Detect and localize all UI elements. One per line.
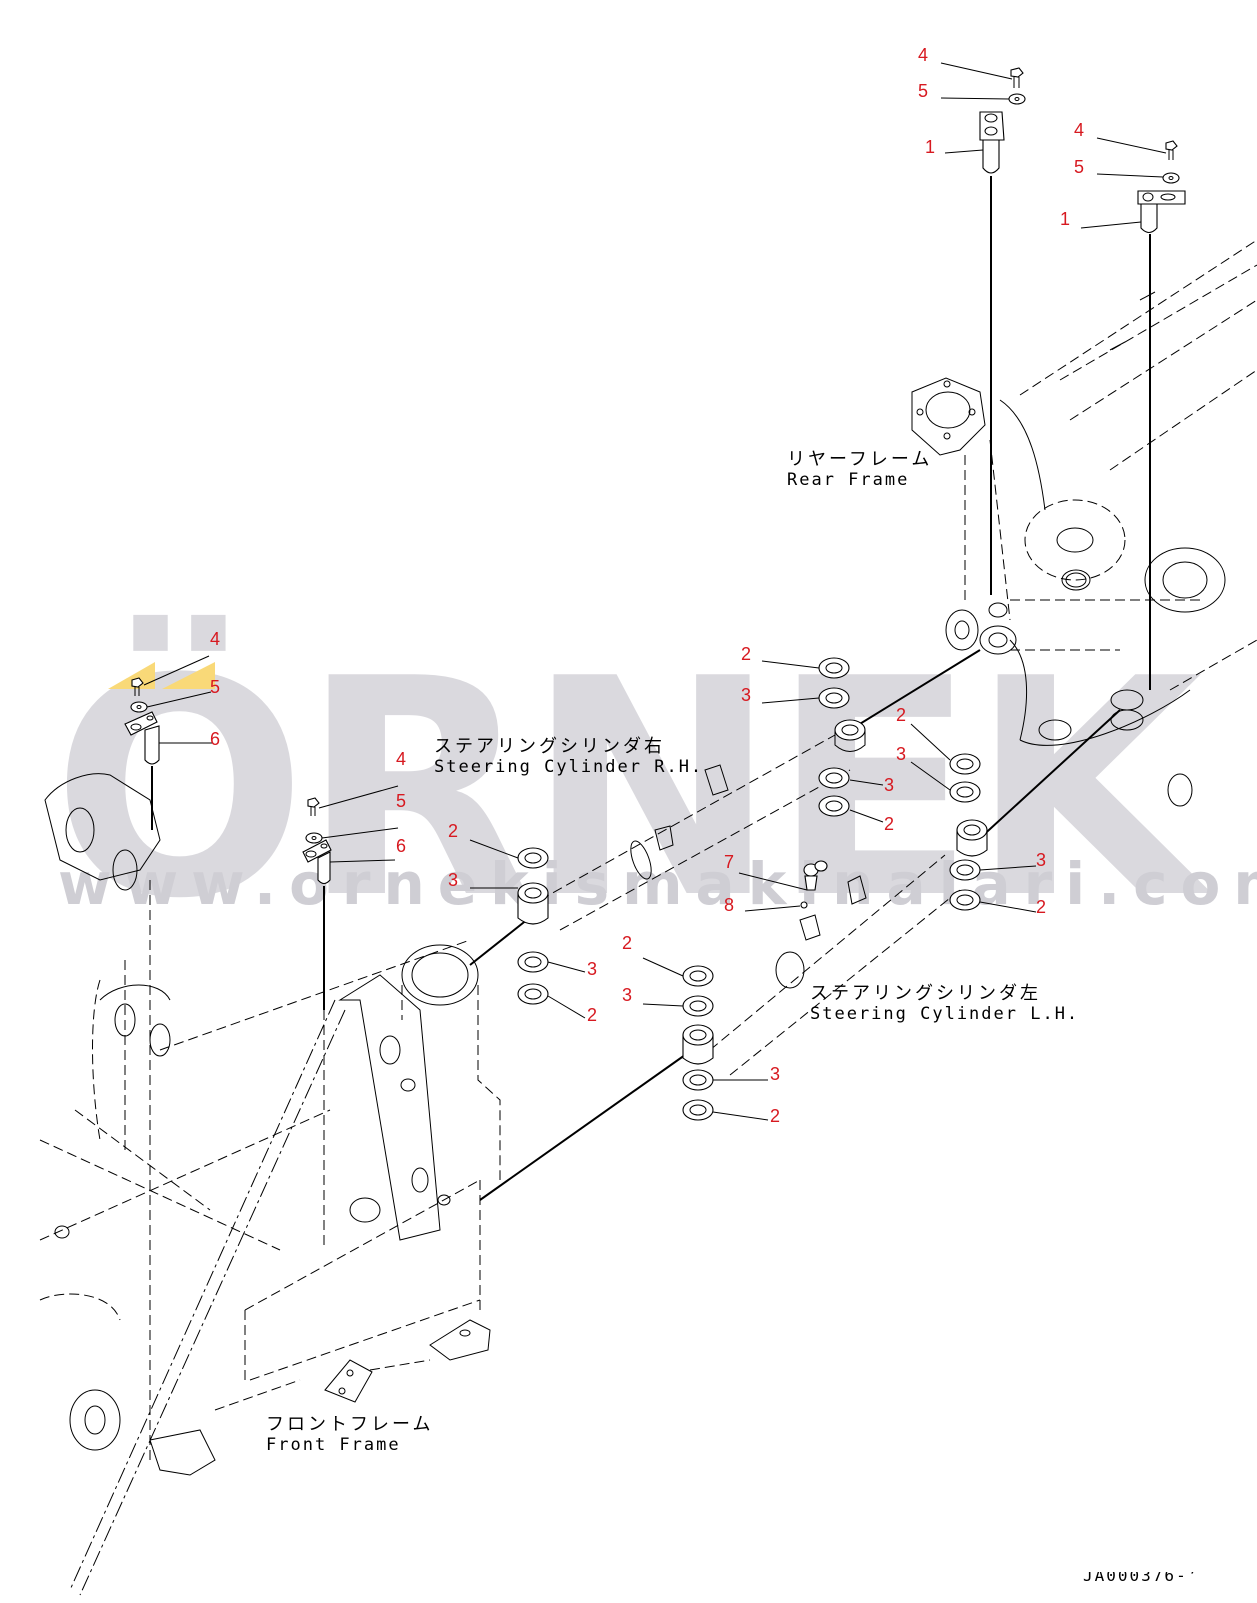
washer-part-5-c — [130, 701, 148, 713]
steering-cylinder-lh-label-en: Steering Cylinder L.H. — [810, 1004, 1080, 1024]
callout-number: 5 — [1074, 157, 1085, 177]
watermark-brand: ÖRNEK — [52, 615, 1203, 964]
callout-number: 2 — [622, 933, 633, 953]
callout-number: 3 — [896, 744, 907, 764]
watermark-accent-icon — [108, 662, 215, 689]
callout-number: 6 — [210, 729, 221, 749]
washer-stack-rh-bottom — [517, 847, 549, 1005]
callout-number: 3 — [1036, 850, 1047, 870]
cylinder-clevis-lh-bottom — [682, 1024, 714, 1065]
washer-part-5-d — [305, 832, 323, 844]
callout-number: 4 — [918, 45, 929, 65]
washer-part-5-b — [1162, 172, 1180, 184]
steering-cylinder-rh-label-en: Steering Cylinder R.H. — [434, 757, 704, 777]
steering-cylinder-rh-label-jp: ステアリングシリンダ右 — [434, 736, 665, 757]
bolt-part-4-a — [1010, 67, 1024, 88]
callout-number: 1 — [925, 137, 936, 157]
front-frame-label-jp: フロントフレーム — [266, 1414, 434, 1435]
callout-number: 2 — [884, 814, 895, 834]
pin-part-1-left — [979, 111, 1005, 595]
document-id: JA000376-’ — [1083, 1566, 1200, 1585]
callout-number: 7 — [724, 852, 735, 872]
bolt-part-4-d — [307, 797, 320, 816]
callout-number: 5 — [918, 81, 929, 101]
callout-number: 3 — [448, 870, 459, 890]
cylinder-clevis-rh-bottom — [517, 882, 549, 925]
callout-number: 4 — [210, 629, 221, 649]
rear-frame-label: リヤーフレーム Rear Frame — [787, 449, 933, 491]
cylinder-clevis-rh-top — [834, 719, 866, 752]
callout-number: 3 — [587, 959, 598, 979]
rear-frame-drawing — [911, 239, 1257, 807]
steering-cylinder-rh-drawing — [469, 649, 981, 966]
rear-frame-label-en: Rear Frame — [787, 470, 910, 490]
bolt-part-4-b — [1165, 140, 1178, 160]
plug-part-8 — [800, 901, 808, 909]
cylinder-clevis-lh-top — [956, 819, 988, 857]
callout-number: 5 — [210, 677, 221, 697]
leader-lines — [143, 62, 1167, 1121]
callout-number: 3 — [770, 1064, 781, 1084]
callout-number: 4 — [396, 749, 407, 769]
callout-number: 3 — [884, 775, 895, 795]
washer-stack-lh-bottom — [682, 965, 714, 1121]
watermark-url: www.ornekismakinalari.com.tr — [58, 850, 1257, 918]
callout-number: 2 — [448, 821, 459, 841]
pin-part-1-right — [1137, 190, 1186, 690]
callout-number: 5 — [396, 791, 407, 811]
callout-number: 2 — [770, 1106, 781, 1126]
steering-cylinder-rh-label: ステアリングシリンダ右 Steering Cylinder R.H. — [434, 736, 704, 778]
callout-number: 3 — [622, 985, 633, 1005]
washer-stack-lh-top — [949, 753, 981, 911]
callout-number: 8 — [724, 895, 735, 915]
washer-part-5-a — [1008, 93, 1026, 105]
callout-number: 2 — [1036, 897, 1047, 917]
steering-cylinder-lh-label: ステアリングシリンダ左 Steering Cylinder L.H. — [810, 983, 1080, 1025]
front-frame-label-en: Front Frame — [266, 1435, 401, 1455]
callout-number: 6 — [396, 836, 407, 856]
steering-cylinder-lh-label-jp: ステアリングシリンダ左 — [810, 983, 1041, 1004]
front-frame-drawing — [39, 773, 501, 1596]
rear-frame-label-jp: リヤーフレーム — [787, 449, 933, 470]
callout-number: 2 — [896, 705, 907, 725]
front-frame-label: フロントフレーム Front Frame — [266, 1414, 434, 1456]
callout-number: 4 — [1074, 120, 1085, 140]
bolt-part-4-c — [131, 677, 144, 696]
callout-number: 2 — [741, 644, 752, 664]
grease-fitting-part-7 — [803, 860, 828, 891]
callout-number: 3 — [741, 685, 752, 705]
callout-number: 2 — [587, 1005, 598, 1025]
pin-part-6-mid — [302, 839, 332, 1010]
pin-part-6-left — [124, 711, 160, 830]
steering-cylinder-lh-drawing — [479, 709, 1121, 1201]
callout-number: 1 — [1060, 209, 1071, 229]
